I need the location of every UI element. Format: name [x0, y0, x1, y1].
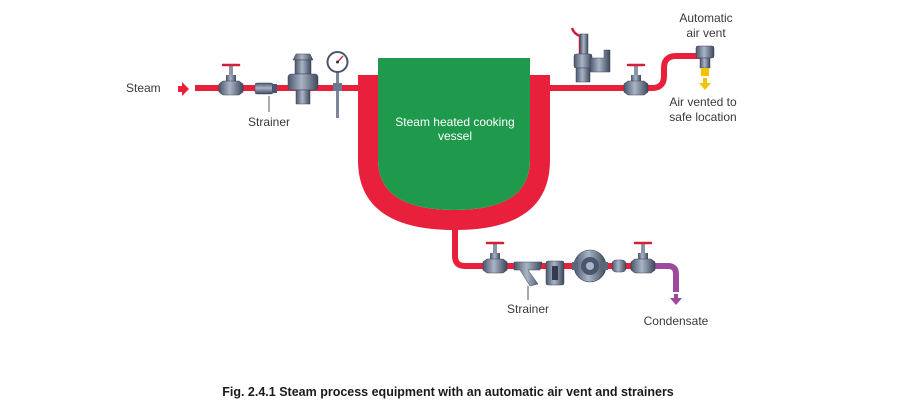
air-vent-label-line1: Automatic [679, 11, 732, 25]
strainer-bottom-label: Strainer [507, 302, 549, 316]
figure-caption: Fig. 2.4.1 Steam process equipment with … [222, 385, 674, 399]
gate-valve-icon [481, 240, 509, 275]
gate-valve-icon [217, 62, 245, 97]
cooking-vessel [378, 58, 530, 210]
gate-valve-icon [629, 240, 657, 275]
strainer-top-label: Strainer [248, 115, 290, 129]
vent-arrow-icon [699, 78, 711, 90]
air-vented-label-line1: Air vented to [669, 95, 737, 109]
strainer-icon [513, 261, 543, 287]
steam-jacket [358, 75, 550, 230]
sight-glass-icon [545, 260, 565, 286]
pressure-reducing-valve-icon [287, 53, 319, 105]
vessel-label-line2: vessel [438, 129, 472, 143]
air-vent-icon [695, 45, 715, 76]
condensate-discharge-pipe [645, 263, 679, 292]
air-vented-label-line2: safe location [669, 110, 736, 124]
gate-valve-icon [622, 62, 650, 97]
condensate-pipework [452, 230, 645, 269]
steam-arrow-icon [178, 82, 189, 96]
vessel-label-line1: Steam heated cooking [395, 115, 514, 129]
condensate-arrow-icon [670, 294, 682, 305]
strainer-icon [254, 82, 277, 95]
steam-trap-icon [572, 249, 608, 283]
air-vent-label-line2: air vent [686, 26, 726, 40]
safety-valve-icon [570, 27, 611, 83]
steam-label: Steam [126, 81, 161, 95]
condensate-label: Condensate [644, 314, 709, 328]
pressure-gauge-icon [326, 51, 349, 118]
check-valve-icon [611, 259, 627, 273]
